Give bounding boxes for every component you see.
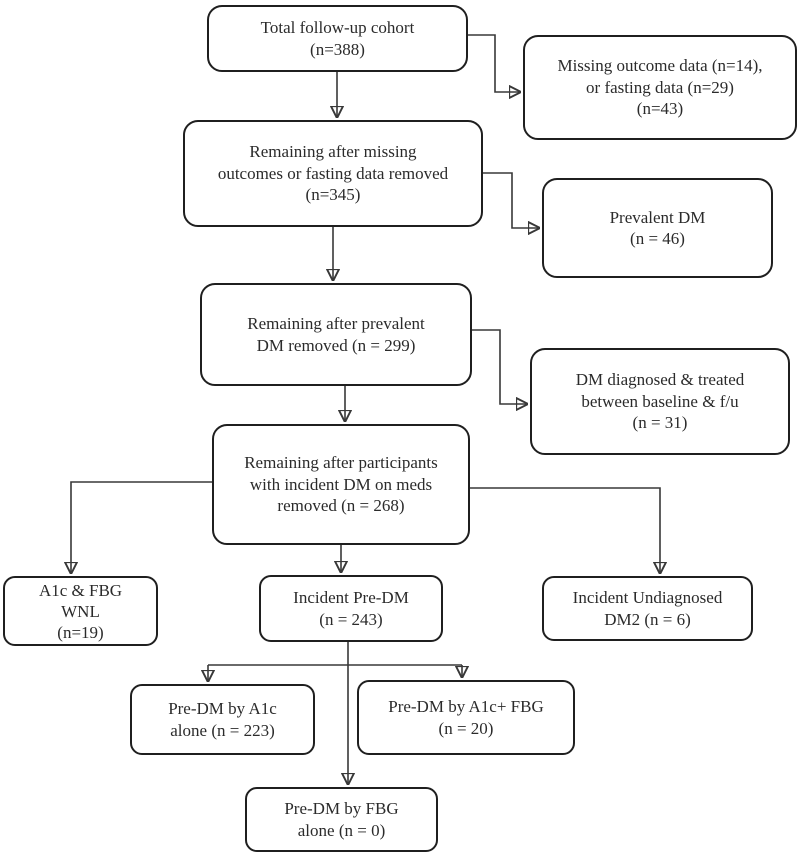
node-remaining-after-missing: Remaining after missing outcomes or fast…: [183, 120, 483, 227]
node-prevalent-dm: Prevalent DM (n = 46): [542, 178, 773, 278]
node-text-line: A1c & FBG: [38, 580, 123, 600]
node-pre-dm-fbg-alone: Pre-DM by FBG alone (n = 0): [245, 787, 438, 852]
node-missing-data: Missing outcome data (n=14), or fasting …: [523, 35, 797, 140]
node-text-line: with incident DM on meds: [249, 474, 433, 494]
node-total-cohort: Total follow-up cohort (n=388): [207, 5, 468, 72]
node-text-line: (n = 20): [438, 718, 494, 738]
node-text-line: or fasting data (n=29): [586, 77, 734, 97]
node-text-line: WNL: [61, 601, 100, 621]
node-text-line: Missing outcome data (n=14),: [557, 56, 763, 76]
node-remaining-after-prevalent: Remaining after prevalent DM removed (n …: [200, 283, 472, 386]
node-text-line: Pre-DM by A1c: [168, 699, 277, 718]
node-text-line: alone (n = 0): [297, 820, 386, 840]
connector-remaining-incident-to-undiagnosed-dm2: [470, 487, 660, 573]
node-text-line: (n=388): [310, 39, 365, 59]
node-text-line: DM2 (n = 6): [604, 609, 691, 629]
node-text-line: Remaining after participants: [244, 453, 438, 473]
node-text-line: DM diagnosed & treated: [575, 370, 745, 390]
node-text-line: (n = 46): [630, 229, 685, 248]
node-text-line: DM removed (n = 299): [256, 335, 416, 355]
node-text-line: removed (n = 268): [277, 496, 405, 516]
node-text-line: (n=345): [305, 185, 361, 205]
node-text-line: Incident Undiagnosed: [572, 588, 723, 607]
node-text-line: outcomes or fasting data removed: [217, 163, 449, 183]
connector-remaining-prevalent-to-dm-treated: [472, 329, 527, 404]
node-pre-dm-a1c-plus-fbg: Pre-DM by A1c+ FBG (n = 20): [357, 680, 575, 755]
node-text-line: between baseline & f/u: [581, 391, 739, 411]
node-text-line: (n=19): [57, 622, 104, 642]
node-text-line: Incident Pre-DM: [293, 588, 409, 607]
connector-total-to-missing-data: [468, 34, 520, 92]
node-text-line: Pre-DM by A1c+ FBG: [388, 697, 544, 716]
node-dm-diagnosed-treated: DM diagnosed & treated between baseline …: [530, 348, 790, 455]
node-remaining-after-incident: Remaining after participants with incide…: [212, 424, 470, 545]
node-text-line: Remaining after prevalent: [247, 314, 425, 333]
node-text-line: (n = 243): [319, 609, 383, 629]
node-a1c-fbg-wnl: A1c & FBG WNL (n=19): [3, 576, 158, 646]
node-text-line: (n=43): [636, 99, 684, 119]
node-text-line: Prevalent DM: [609, 207, 706, 227]
connector-remaining-incident-to-wnl: [71, 481, 212, 573]
node-text-line: Remaining after missing: [249, 142, 417, 162]
node-incident-undiagnosed-dm2: Incident Undiagnosed DM2 (n = 6): [542, 576, 753, 641]
node-text-line: Pre-DM by FBG: [284, 799, 399, 818]
node-text-line: Total follow-up cohort: [260, 18, 415, 37]
node-text-line: (n = 31): [632, 413, 688, 433]
node-incident-pre-dm: Incident Pre-DM (n = 243): [259, 575, 443, 642]
node-pre-dm-a1c-alone: Pre-DM by A1c alone (n = 223): [130, 684, 315, 755]
node-text-line: alone (n = 223): [170, 720, 275, 740]
connector-remaining-missing-to-prevalent-dm: [483, 172, 539, 228]
